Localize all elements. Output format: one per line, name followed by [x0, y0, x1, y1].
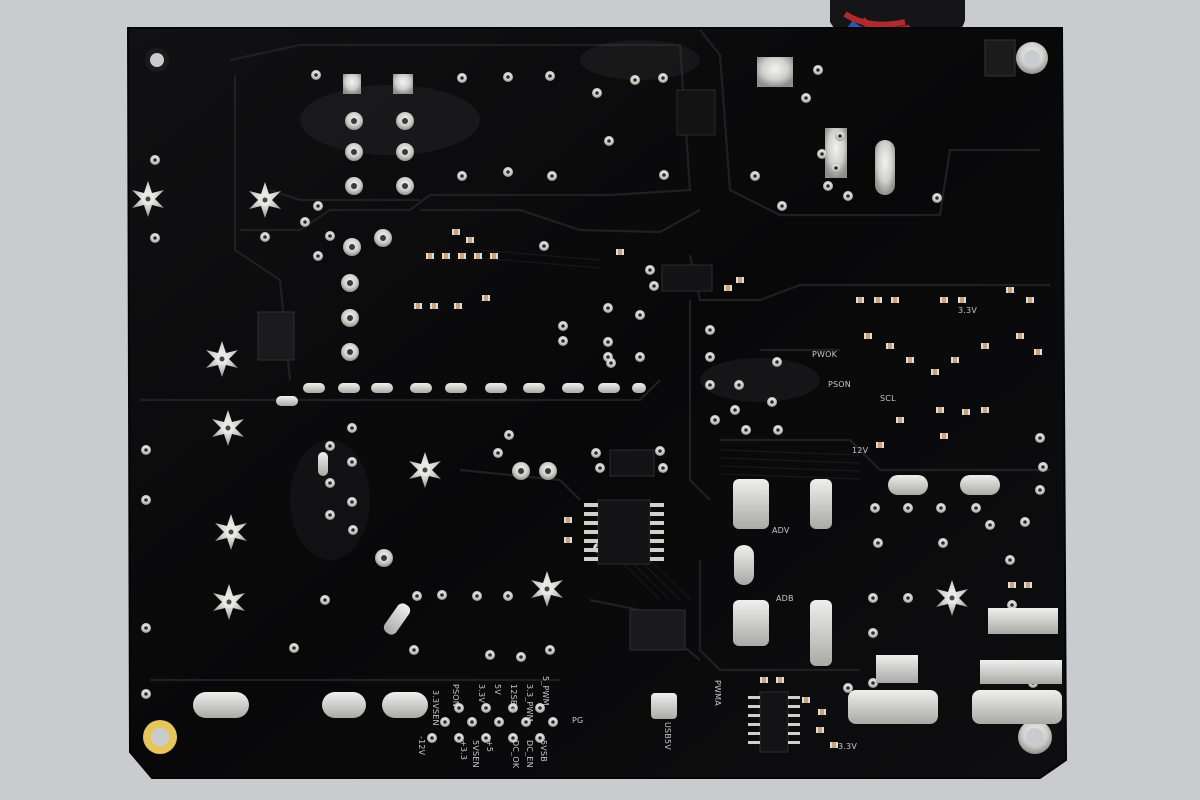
mounting-holes — [143, 42, 1052, 754]
silk-label-neg12v: -12V — [417, 736, 426, 756]
silk-label-scl: SCL — [880, 394, 896, 403]
silk-label-12sen: 12SEN — [509, 684, 518, 712]
silk-label-plus5: +5 — [485, 740, 494, 753]
silk-label-pg: PG — [572, 716, 584, 725]
silk-label-5vsen: 5VSEN — [471, 740, 480, 768]
silk-label-adv: ADV — [772, 526, 790, 535]
silk-label-adb: ADB — [776, 594, 794, 603]
circuit-board — [126, 27, 1068, 779]
silk-label-5vsb: 5VSB — [539, 740, 548, 762]
flux-residue — [290, 40, 820, 560]
silk-label-pson: PSON — [451, 684, 460, 707]
fine-traces — [479, 249, 861, 601]
silk-label-12v: 12V — [852, 446, 869, 455]
potting-blocks — [257, 89, 716, 651]
silk-label-3v3: 3.3V — [477, 684, 486, 703]
silk-label-5v: 5V — [493, 684, 502, 695]
silk-label-pson-mark: PSON — [828, 380, 851, 389]
silk-label-3v3sen: 3.3VSEN — [431, 690, 440, 726]
pad-strip — [276, 383, 646, 406]
silk-label-3v3-bottom: 3.3V — [838, 742, 857, 751]
silk-label-dcen: DC_EN — [525, 740, 534, 768]
silk-label-pwok: PWOK — [812, 350, 838, 359]
silk-label-usb5v: USB5V — [663, 722, 672, 750]
oval-slot-pads — [193, 452, 1062, 724]
silk-label-3v3pwm: 3.3_PWM — [525, 684, 534, 722]
pcb-traces — [140, 29, 1050, 682]
silk-label-dcok: DC_OK — [511, 740, 520, 769]
silk-label-5pwm: 5_PWM — [541, 676, 550, 706]
ic-chips — [584, 264, 800, 753]
silk-label-plus3v3: +3.3 — [459, 740, 468, 761]
silk-label-pwma: PWMA — [713, 680, 722, 706]
silk-label-3v3-mark: 3.3V — [958, 306, 977, 315]
